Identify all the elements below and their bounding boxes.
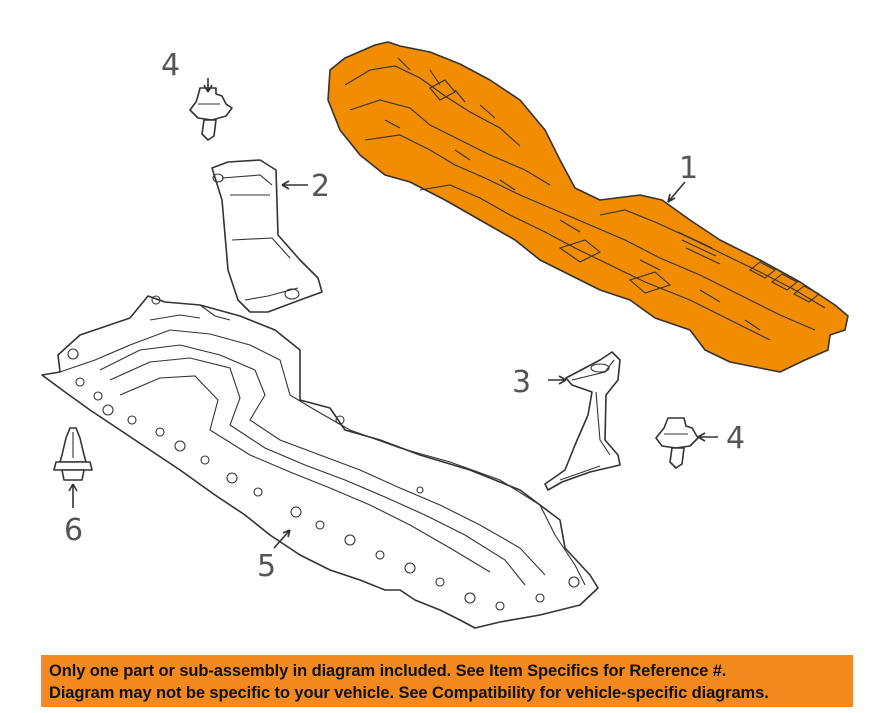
callout-part-5: 5 — [257, 549, 276, 584]
callout-part-1: 1 — [679, 151, 698, 186]
part-1-deflector — [327, 41, 849, 373]
leader-lines — [68, 78, 718, 549]
part-4-fastener-top — [189, 87, 233, 141]
part-2-bracket — [211, 159, 323, 313]
callout-part-3: 3 — [512, 365, 531, 400]
disclaimer-line-2: Diagram may not be specific to your vehi… — [49, 684, 769, 702]
part-4-fastener-right — [655, 417, 699, 469]
part-3-bracket — [544, 351, 621, 491]
parts-diagram: 1 2 3 4 4 5 6 — [41, 41, 849, 629]
disclaimer-line-1: Only one part or sub-assembly in diagram… — [49, 662, 727, 680]
callout-part-4-right: 4 — [726, 421, 745, 456]
part-6-push-clip — [53, 427, 93, 481]
shield-holes — [67, 295, 580, 611]
part-5-splash-shield — [41, 295, 599, 629]
callout-part-2: 2 — [311, 169, 330, 204]
callout-part-6: 6 — [64, 513, 83, 548]
callout-part-4-top: 4 — [161, 48, 180, 83]
disclaimer-banner: Only one part or sub-assembly in diagram… — [41, 655, 853, 707]
